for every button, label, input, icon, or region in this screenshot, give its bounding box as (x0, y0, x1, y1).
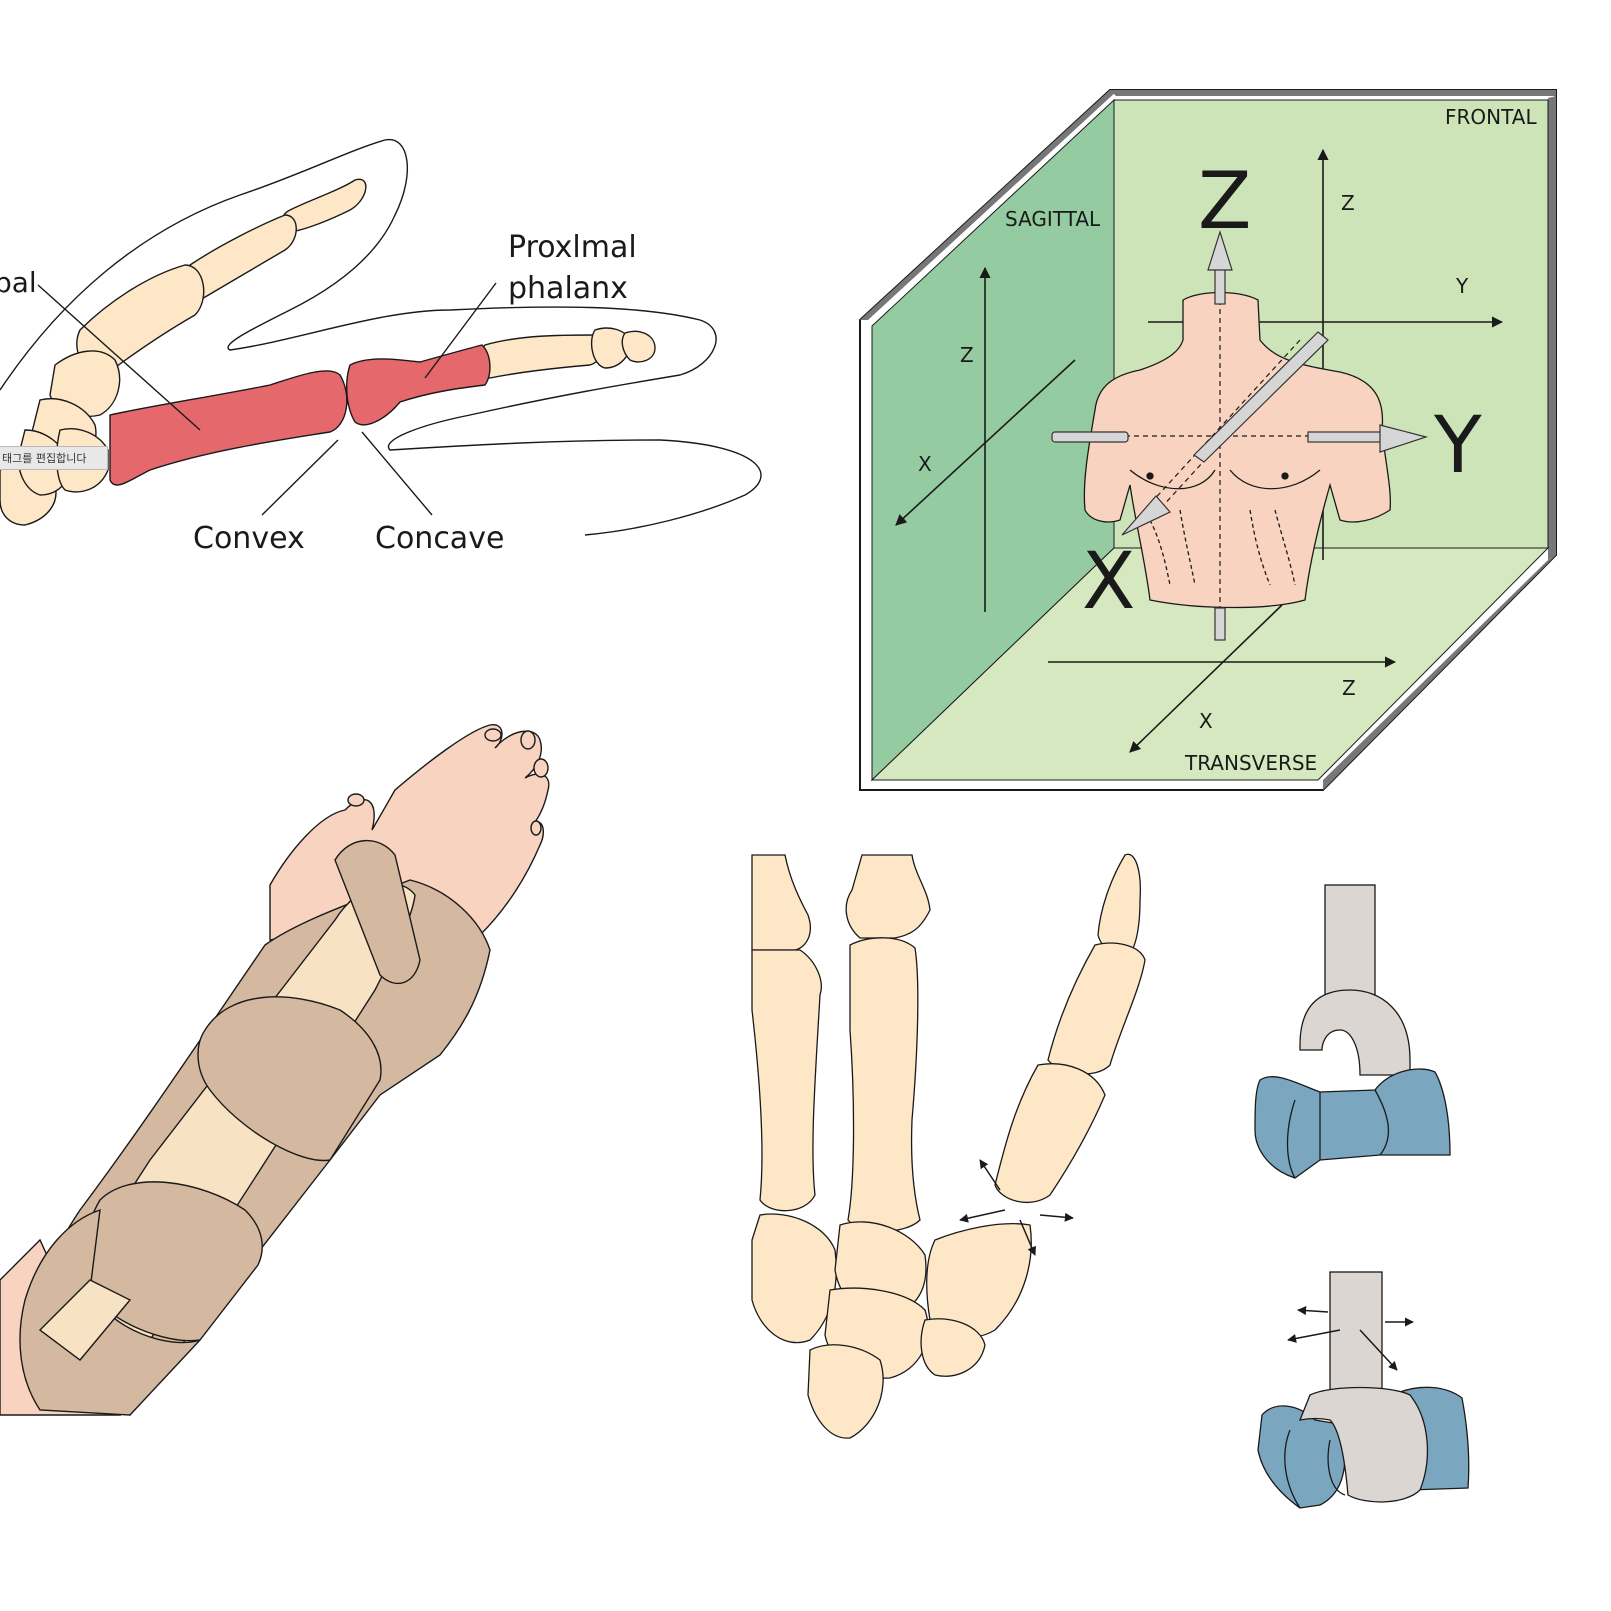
index-finger-bones (0, 178, 367, 526)
label-concave: Concave (375, 521, 504, 556)
plane-label-frontal: FRONTAL (1445, 105, 1537, 129)
transverse-plane (870, 547, 1550, 781)
transverse-axis-z: Z (1342, 676, 1356, 700)
middle-finger-bones (479, 327, 656, 379)
joint-motion-arrows (1287, 1306, 1414, 1371)
edit-tag-tooltip[interactable]: 태그를 편집합니다 (0, 446, 108, 470)
thumb-strap (334, 839, 421, 985)
planes-diagram (859, 89, 1557, 791)
wrist-strap (197, 996, 382, 1162)
axis-big-y: Y (1433, 401, 1482, 491)
plane-label-transverse: TRANSVERSE (1184, 751, 1317, 775)
label-metacarpal-partial: pal (0, 266, 37, 299)
saddle-joint-model-top (1254, 884, 1451, 1179)
label-proximal-phalanx-line1: Proxlmal (508, 230, 637, 265)
torso (1083, 291, 1391, 609)
hand-skeleton (751, 853, 1146, 1439)
saddle-joint-model-bottom (1257, 1271, 1470, 1509)
wrist-brace-illustration (0, 724, 550, 1416)
axis-big-x: X (1082, 537, 1135, 627)
frontal-axis-y: Y (1455, 274, 1469, 298)
frontal-axis-z: Z (1341, 191, 1355, 215)
finger-diagram (0, 139, 762, 536)
sagittal-axis-x: X (918, 452, 932, 476)
hand-outline (0, 139, 762, 536)
plane-label-sagittal: SAGITTAL (1005, 207, 1101, 231)
label-convex: Convex (193, 521, 305, 556)
proximal-phalanx-bone (346, 344, 491, 426)
transverse-axis-x: X (1199, 709, 1213, 733)
label-proximal-phalanx-line2: phalanx (508, 271, 628, 306)
skeleton-motion-arrows (959, 1159, 1074, 1256)
sagittal-axis-z: Z (960, 343, 974, 367)
axis-big-z: Z (1198, 157, 1251, 247)
metacarpal-bone (109, 370, 348, 486)
